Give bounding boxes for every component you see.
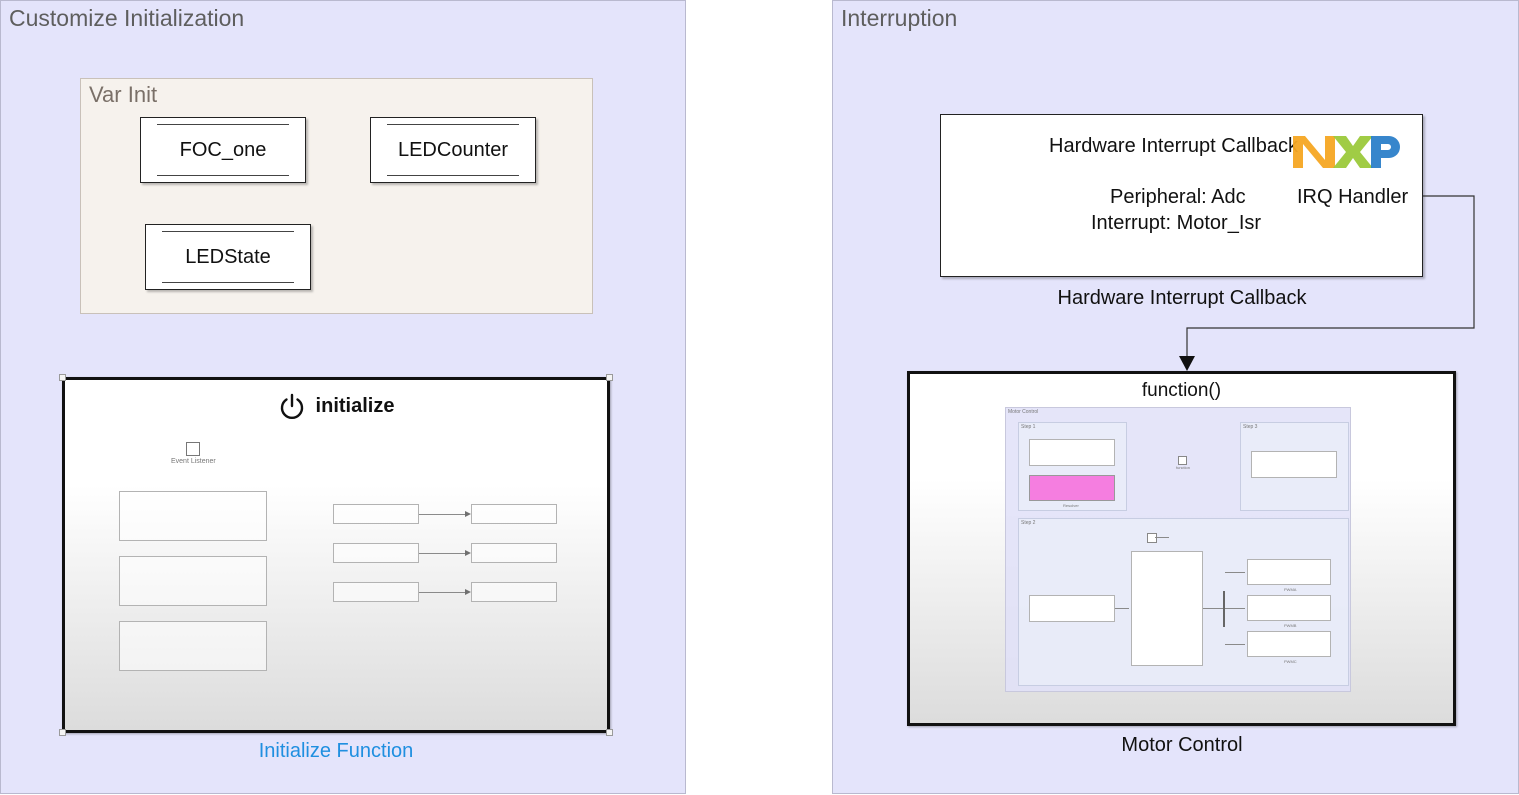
- ghost-block: [119, 491, 267, 541]
- nxp-logo: [1293, 136, 1400, 168]
- var-block-ledcounter[interactable]: LEDCounter: [370, 117, 536, 183]
- ghost-line: [1115, 608, 1129, 609]
- inner-step2-title: Step 2: [1021, 520, 1036, 526]
- area-title-interruption: Interruption: [841, 5, 958, 31]
- ghost-arrow: [465, 550, 471, 556]
- initialize-title: initialize: [315, 394, 395, 417]
- power-icon: [280, 393, 303, 420]
- pwm-label-c: PWMC: [1284, 659, 1297, 664]
- ghost-block: [333, 504, 419, 524]
- var-init-title: Var Init: [89, 82, 158, 107]
- var-block-label: LEDCounter: [397, 138, 509, 161]
- ghost-block: [333, 582, 419, 602]
- isr-peripheral: Peripheral: Adc: [1110, 186, 1246, 208]
- ghost-block: [471, 582, 557, 602]
- ghost-block: [1251, 451, 1337, 478]
- inner-area-title: Motor Control: [1008, 409, 1039, 415]
- inner-function-label: function: [1176, 465, 1191, 470]
- isr-block-title: Hardware Interrupt Callback: [1049, 135, 1298, 157]
- inner-demux-bar: [1223, 591, 1225, 627]
- ghost-line: [1225, 608, 1245, 609]
- initialize-header: initialize: [65, 392, 607, 420]
- interruption-area: Interruption Hardware Interrupt Callback…: [832, 0, 1519, 794]
- inner-step1-title: Step 1: [1021, 424, 1036, 430]
- initialize-function-subsystem[interactable]: initialize Event Listener: [62, 377, 610, 733]
- event-listener-icon: [186, 442, 200, 456]
- ghost-arrow: [465, 589, 471, 595]
- inner-step3: Step 3: [1240, 422, 1349, 511]
- initialize-function-caption[interactable]: Initialize Function: [258, 740, 414, 762]
- inner-step1: Step 1 Resolver: [1018, 422, 1127, 511]
- isr-port-irq-handler: IRQ Handler: [1297, 186, 1409, 208]
- hardware-interrupt-callback-block[interactable]: Hardware Interrupt Callback Peripheral: …: [940, 114, 1423, 277]
- resize-handle[interactable]: [606, 374, 613, 381]
- ghost-arrow: [465, 511, 471, 517]
- ghost-line: [1155, 537, 1169, 538]
- pink-block-label: Resolver: [1063, 503, 1079, 508]
- motor-control-subsystem[interactable]: function() Motor Control Step 1 Resolver…: [907, 371, 1456, 726]
- inner-trigger-icon: [1147, 533, 1157, 543]
- isr-block-caption[interactable]: Hardware Interrupt Callback: [1057, 287, 1307, 309]
- var-init-area: Var Init FOC_one LEDCounter LEDState: [80, 78, 593, 314]
- isr-interrupt: Interrupt: Motor_Isr: [1091, 212, 1262, 234]
- ghost-block: [471, 543, 557, 563]
- var-block-label: LEDState: [185, 245, 271, 268]
- var-block-label: FOC_one: [179, 138, 267, 161]
- resize-handle[interactable]: [606, 729, 613, 736]
- var-block-ledstate[interactable]: LEDState: [145, 224, 311, 290]
- resize-handle[interactable]: [59, 729, 66, 736]
- ghost-block: [1029, 439, 1115, 466]
- motor-control-caption[interactable]: Motor Control: [1121, 734, 1243, 756]
- ghost-line: [1225, 644, 1245, 645]
- motor-function-port: function(): [1141, 380, 1222, 401]
- inner-step3-title: Step 3: [1243, 424, 1258, 430]
- ghost-block: [1247, 595, 1331, 621]
- ghost-block: [1131, 551, 1203, 666]
- area-title-customize-initialization: Customize Initialization: [9, 5, 245, 31]
- ghost-block: [1029, 595, 1115, 622]
- ghost-block: [1247, 631, 1331, 657]
- ghost-block: [333, 543, 419, 563]
- pwm-label-b: PWMB: [1284, 623, 1297, 628]
- ghost-block: [1247, 559, 1331, 585]
- var-block-foc-one[interactable]: FOC_one: [140, 117, 306, 183]
- ghost-line: [1203, 608, 1223, 609]
- ghost-line: [1225, 572, 1245, 573]
- resize-handle[interactable]: [59, 374, 66, 381]
- motor-inner-area: Motor Control Step 1 Resolver function S…: [1005, 407, 1351, 692]
- inner-step2: Step 2 PWMA PWMB PWMC: [1018, 518, 1349, 686]
- ghost-line: [419, 553, 465, 554]
- pwm-label-a: PWMA: [1284, 587, 1297, 592]
- ghost-line: [419, 514, 465, 515]
- ghost-block: [471, 504, 557, 524]
- inner-function-icon: [1178, 456, 1187, 465]
- event-listener-label: Event Listener: [171, 458, 216, 465]
- ghost-line: [419, 592, 465, 593]
- customize-initialization-area: Customize Initialization Var Init FOC_on…: [0, 0, 686, 794]
- pink-block: [1029, 475, 1115, 501]
- ghost-block: [119, 556, 267, 606]
- ghost-block: [119, 621, 267, 671]
